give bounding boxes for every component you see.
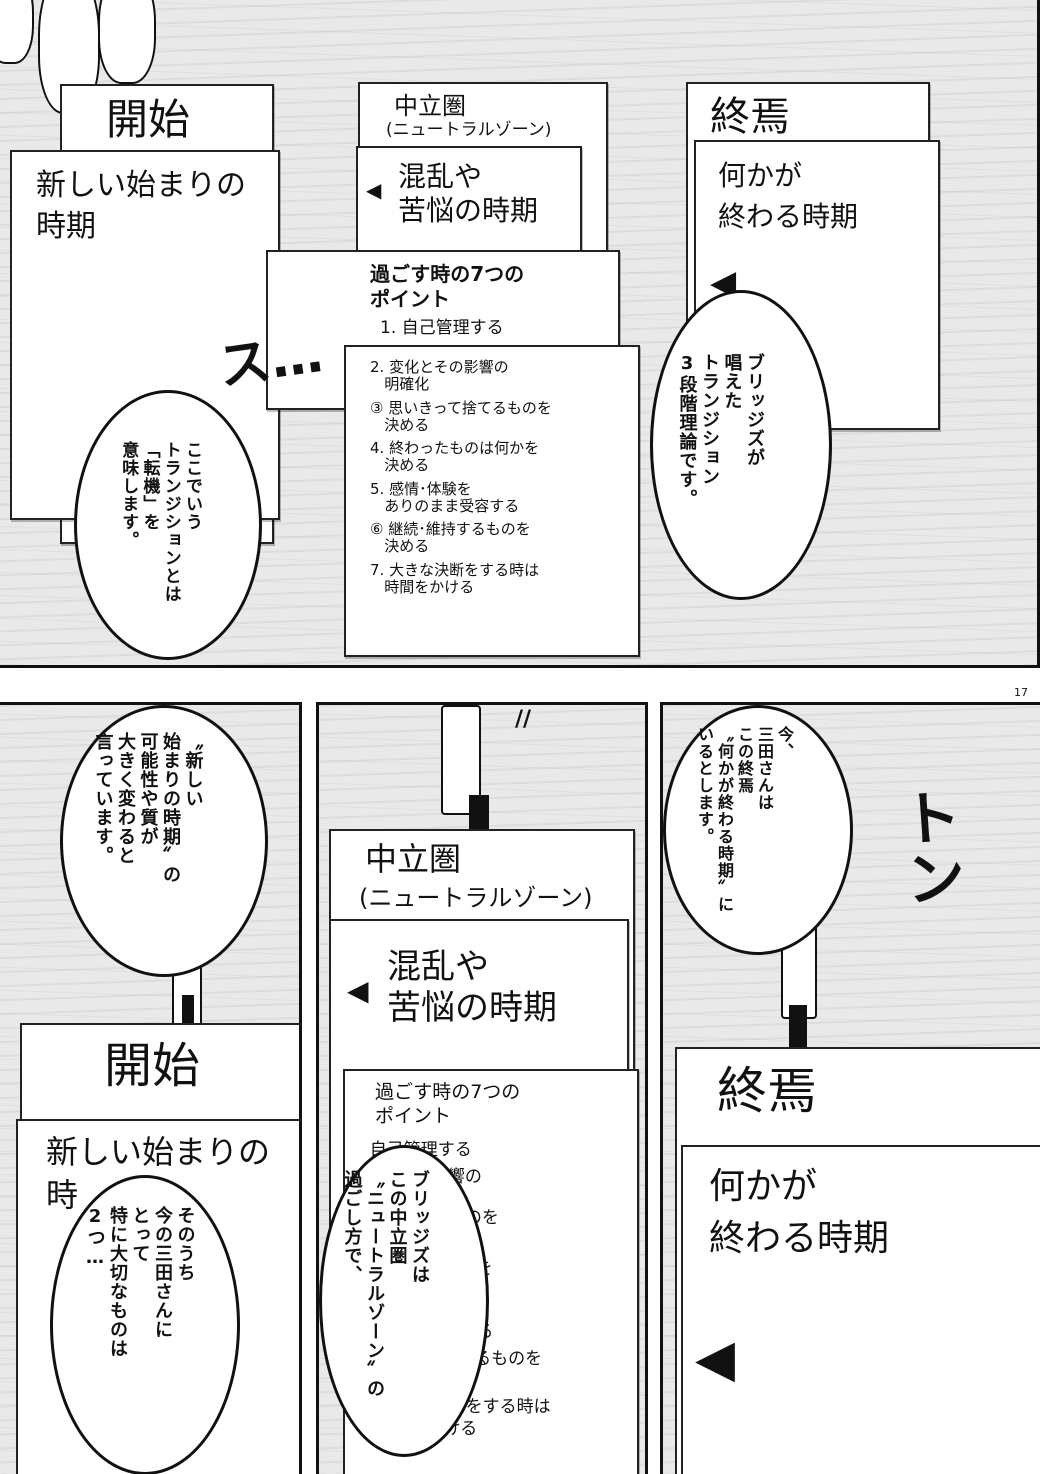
card-neutral-subtitle-2: (ニュートラルゾーン) (359, 884, 593, 912)
bubble-neutral-zone-text: ブリッジズは この中立圏 〝ニュートラルゾーン〟の 過ごし方で、 (341, 1170, 431, 1398)
finger-3 (98, 0, 156, 84)
bubble-new-beginning-text: 〝新しい 始まりの時期〟の 可能性や質が 大きく変わると 言っています。 (92, 732, 204, 884)
card-points: 2. 変化とその影響の 明確化 ③ 思いきって捨てるものを 決める 4. 終わっ… (344, 345, 640, 657)
panel-middle: // 中立圏 (ニュートラルゾーン) ◀ 混乱や 苦悩の時期 過ごす時の7つの … (316, 702, 648, 1474)
speech-bubble-new-beginning: 〝新しい 始まりの時期〟の 可能性や質が 大きく変わると 言っています。 (60, 705, 268, 977)
speech-bubble-transition: ここでいう トランジションとは 「転機」を 意味します。 (74, 390, 262, 660)
list-item: 7. 大きな決断をする時は 時間をかける (370, 560, 540, 596)
list-item: 4. 終わったものは何かを 決める (370, 439, 540, 475)
pen-tip (789, 1005, 807, 1051)
card-end-body-text: 何かが 終わる時期 (718, 159, 859, 233)
speech-bubble-bridges: ブリッジズが 唱えた トランジション 3段階理論です。 (650, 290, 832, 600)
left-arrow-icon: ◀ (347, 974, 369, 1007)
list-item: 5. 感情･体験を ありのまま受容する (370, 479, 520, 515)
card-end-header-text: 終焉 (710, 94, 790, 140)
card-neutral-subtitle: (ニュートラルゾーン) (386, 120, 552, 140)
speech-bubble-important: そのうち 今の三田さんに とって 特に大切なものは 2つ… (50, 1175, 240, 1474)
card-neutral-title: 中立圏 (394, 92, 466, 120)
speech-bubble-ending: 今、 三田さんは この終焉 〝何かが終わる時期〟に いるとします。 (663, 705, 853, 955)
card-start-body-text: 新しい始まりの 時期 (36, 168, 246, 244)
panel-right: 今、 三田さんは この終焉 〝何かが終わる時期〟に いるとします。 トン 終焉 … (660, 702, 1040, 1474)
card-end-body-2: 何かが 終わる時期 ◀ (681, 1145, 1040, 1474)
finger-1 (0, 0, 34, 64)
page-number: 17 (1014, 686, 1028, 699)
sfx-su: ス… (215, 324, 327, 398)
bubble-ending-text: 今、 三田さんは この終焉 〝何かが終わる時期〟に いるとします。 (695, 726, 794, 913)
list-item: 2. 変化とその影響の 明確化 (370, 358, 509, 394)
card-end-body-2-text: 何かが 終わる時期 (709, 1166, 890, 1260)
panel-left: 〝新しい 始まりの時期〟の 可能性や質が 大きく変わると 言っています。 開始 … (0, 702, 302, 1474)
speech-bubble-neutral-zone: ブリッジズは この中立圏 〝ニュートラルゾーン〟の 過ごし方で、 (319, 1145, 489, 1457)
left-arrow-icon: ◀ (695, 1329, 735, 1389)
bubble-transition-text: ここでいう トランジションとは 「転機」を 意味します。 (118, 441, 202, 603)
card-points-2-title: 過ごす時の7つの ポイント (375, 1081, 521, 1127)
card-confusion-text: 混乱や 苦悩の時期 (398, 160, 539, 227)
points-item-1: 1. 自己管理する (380, 318, 504, 338)
list-item: ⑥ 継続･維持するものを 決める (370, 520, 531, 556)
bubble-bridges-text: ブリッジズが 唱えた トランジション 3段階理論です。 (676, 353, 766, 508)
list-item: ③ 思いきって捨てるものを 決める (370, 398, 552, 434)
sfx-slash: // (515, 707, 532, 732)
points-list: 2. 変化とその影響の 明確化 ③ 思いきって捨てるものを 決める 4. 終わっ… (370, 358, 552, 596)
card-start-header-text: 開始 (106, 95, 191, 144)
bubble-important-text: そのうち 今の三田さんに とって 特に大切なものは 2つ… (84, 1206, 196, 1358)
card-end-header-2-text: 終焉 (717, 1062, 817, 1120)
card-confusion-2-text: 混乱や 苦悩の時期 (387, 947, 557, 1028)
card-neutral-title-2: 中立圏 (365, 840, 462, 878)
card-start-body-2-text: 新しい始まりの 時 (46, 1133, 271, 1215)
card-points-title: 過ごす時の7つの ポイント (370, 262, 525, 311)
panel-top: 開始 新しい始まりの 時期 中立圏 (ニュートラルゾーン) ◀ 混乱や 苦悩の時… (0, 0, 1040, 668)
sfx-ton: トン (888, 784, 968, 910)
card-start-header-2-text: 開始 (104, 1038, 201, 1094)
left-arrow-icon: ◀ (366, 178, 382, 202)
